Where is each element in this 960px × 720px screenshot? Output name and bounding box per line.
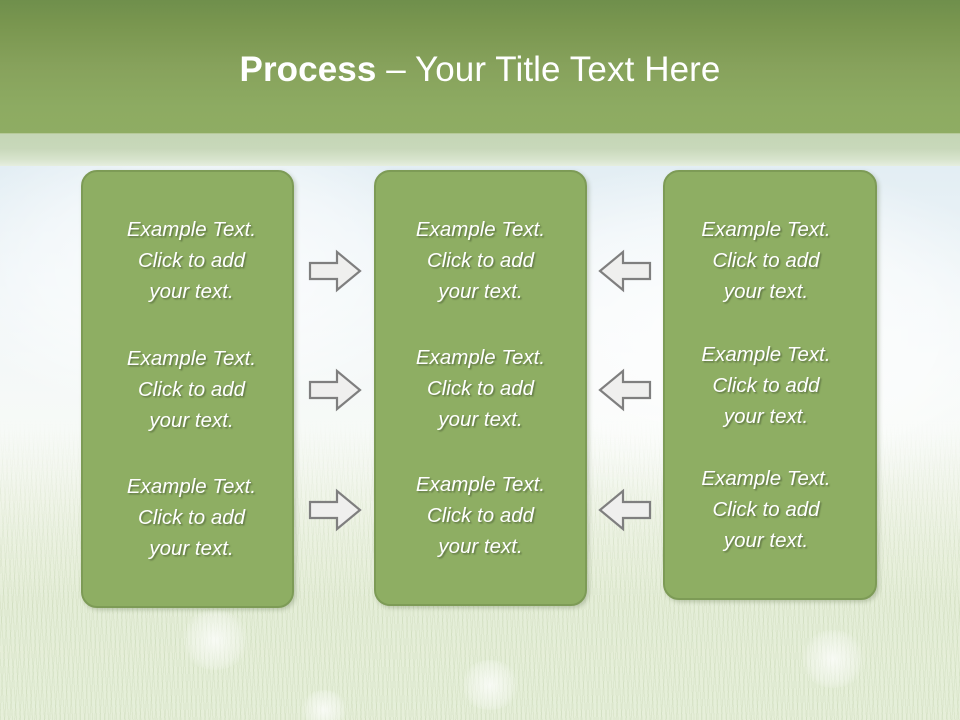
arrow-left-icon[interactable]: [597, 367, 653, 413]
process-text-left-3[interactable]: Example Text. Click to add your text.: [126, 475, 257, 560]
page-title-bold: Process: [239, 50, 377, 89]
process-text-middle-2[interactable]: Example Text. Click to add your text.: [415, 345, 546, 431]
arrow-left-icon[interactable]: [597, 248, 653, 294]
arrow-left-icon[interactable]: [597, 487, 653, 533]
process-text-left-2[interactable]: Example Text. Click to add your text.: [126, 346, 257, 432]
arrow-right-icon[interactable]: [307, 367, 363, 413]
background-bokeh-spot: [180, 610, 250, 670]
process-text-right-1[interactable]: Example Text. Click to add your text.: [701, 218, 831, 303]
process-box-right[interactable]: Example Text. Click to add your text. Ex…: [663, 170, 877, 600]
title-banner-hairline: [0, 133, 960, 134]
background-bokeh-spot: [460, 660, 520, 710]
process-text-right-3[interactable]: Example Text. Click to add your text.: [701, 467, 831, 552]
page-title[interactable]: Process – Your Title Text Here: [0, 48, 960, 92]
process-text-right-2[interactable]: Example Text. Click to add your text.: [701, 342, 831, 428]
process-box-middle[interactable]: Example Text. Click to add your text. Ex…: [374, 170, 587, 606]
page-title-rest: – Your Title Text Here: [376, 50, 721, 89]
background-bokeh-spot: [800, 630, 866, 688]
background-bokeh-spot: [300, 690, 348, 720]
title-banner: [0, 0, 960, 134]
process-text-middle-3[interactable]: Example Text. Click to add your text.: [415, 473, 546, 558]
process-text-left-1[interactable]: Example Text. Click to add your text.: [126, 218, 257, 303]
title-banner-underline-band: [0, 134, 960, 166]
arrow-right-icon[interactable]: [307, 487, 363, 533]
process-text-middle-1[interactable]: Example Text. Click to add your text.: [415, 218, 546, 303]
process-box-left[interactable]: Example Text. Click to add your text. Ex…: [81, 170, 294, 608]
arrow-right-icon[interactable]: [307, 248, 363, 294]
